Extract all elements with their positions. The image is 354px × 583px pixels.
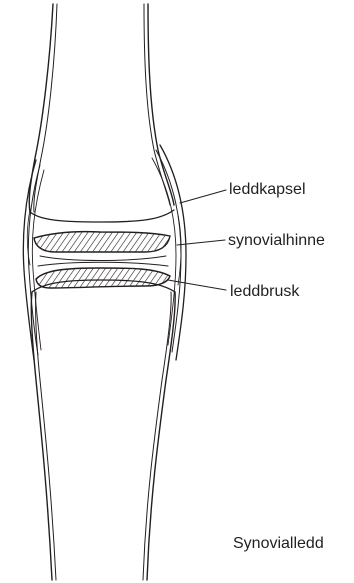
upper-bone-end bbox=[30, 210, 174, 222]
capsule-left bbox=[23, 160, 44, 360]
lower-cartilage bbox=[36, 268, 170, 288]
leader-line-capsule bbox=[180, 190, 226, 203]
leader-line-synovial bbox=[177, 240, 225, 245]
upper-cartilage bbox=[34, 232, 170, 252]
upper-bone-shaft bbox=[29, 4, 174, 212]
leader-line-cartilage bbox=[168, 280, 226, 290]
lower-bone-shaft bbox=[31, 292, 175, 580]
joint-cavity-line bbox=[40, 256, 166, 261]
label-synovial-membrane: synovialhinne bbox=[228, 233, 325, 249]
diagram-caption: Synovialledd bbox=[233, 536, 324, 552]
label-cartilage: leddbrusk bbox=[230, 284, 299, 300]
label-capsule: leddkapsel bbox=[229, 182, 306, 198]
joint-cavity-line bbox=[38, 262, 168, 266]
